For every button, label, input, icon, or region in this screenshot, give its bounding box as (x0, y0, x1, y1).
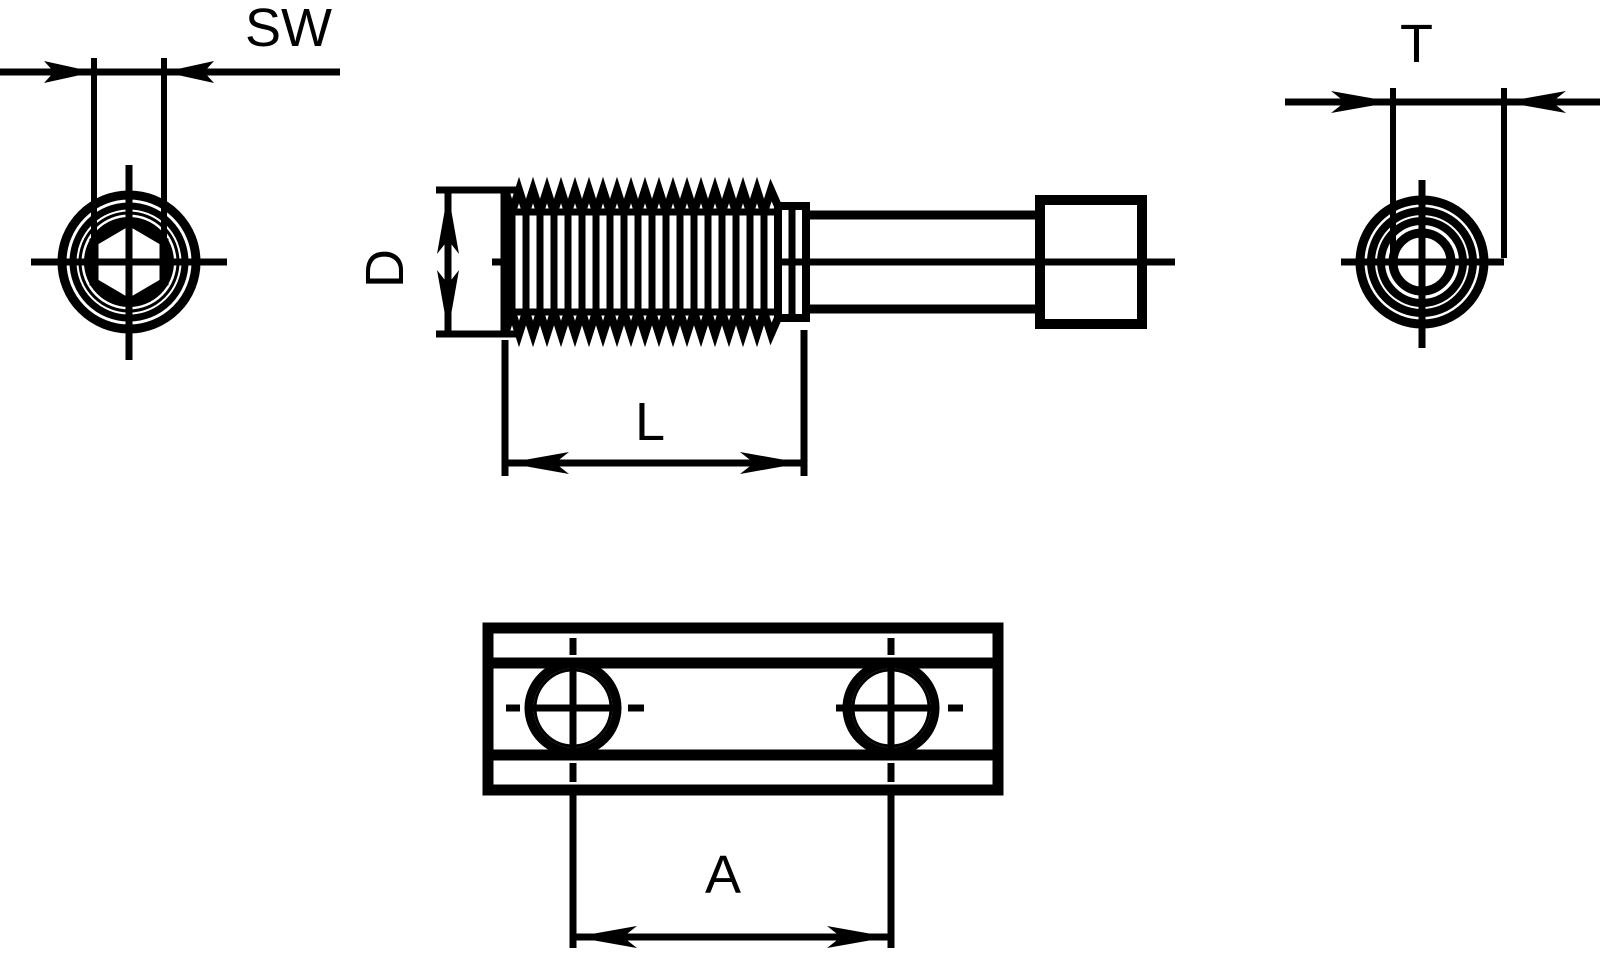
collar (774, 202, 810, 322)
extension-lines-sw (91, 58, 167, 250)
tapped-hole-left-centre-mark (527, 662, 620, 755)
socket-centre-mark (86, 218, 172, 306)
arrowhead-sw-right (164, 61, 214, 83)
view-screw-head-end: SW (0, 0, 340, 360)
screw-head (1035, 195, 1175, 329)
extension-lines-t (1390, 88, 1507, 258)
bore-outer-circle (1355, 195, 1489, 329)
thread-flank-lines (508, 212, 768, 312)
head-outer-circle (57, 190, 201, 334)
thread-crest-bottom (501, 298, 782, 348)
dimension-label-sw: SW (245, 0, 332, 58)
bore-centre-mark (1388, 228, 1456, 296)
view-screw-side-elevation: D L (355, 176, 1175, 476)
arrowhead-l-right (740, 452, 802, 474)
tapped-hole-right-centre-mark (845, 662, 938, 755)
thread-profile (500, 176, 782, 348)
arrowhead-l-left (507, 452, 569, 474)
arrowhead-t-right (1504, 91, 1566, 113)
dimension-label-t: T (1400, 14, 1433, 74)
dimension-label-l: L (635, 392, 665, 452)
head-inner-circle (78, 211, 180, 313)
dimension-t (1285, 91, 1600, 113)
arrowhead-d-top (437, 192, 459, 254)
nut-vertical-centre-dashes (569, 638, 895, 782)
thread-crest-top (501, 176, 782, 226)
dimension-sw (0, 61, 340, 83)
dimension-label-a: A (705, 845, 741, 905)
arrowhead-d-bottom (437, 270, 459, 332)
head-chamfer-circle (69, 202, 189, 322)
arrowhead-a-left (575, 926, 637, 948)
arrowhead-a-right (827, 926, 889, 948)
shank (806, 210, 1045, 314)
dimension-l (501, 330, 808, 476)
arrowhead-sw-left (44, 61, 94, 83)
dimension-d (436, 186, 516, 338)
dimension-a (569, 786, 895, 948)
bore-thread-minor-circle (1377, 217, 1467, 307)
arrowhead-t-left (1331, 91, 1393, 113)
view-t-slot-nut-plan: A (482, 622, 1004, 948)
bore-thread-major-circle (1367, 207, 1477, 317)
nut-tapped-hole-right (842, 659, 940, 757)
dimension-label-d: D (355, 249, 415, 288)
view-threaded-hole-end: T (1285, 14, 1600, 348)
nut-body-outline (482, 622, 1004, 796)
nut-tapped-hole-left (524, 659, 622, 757)
